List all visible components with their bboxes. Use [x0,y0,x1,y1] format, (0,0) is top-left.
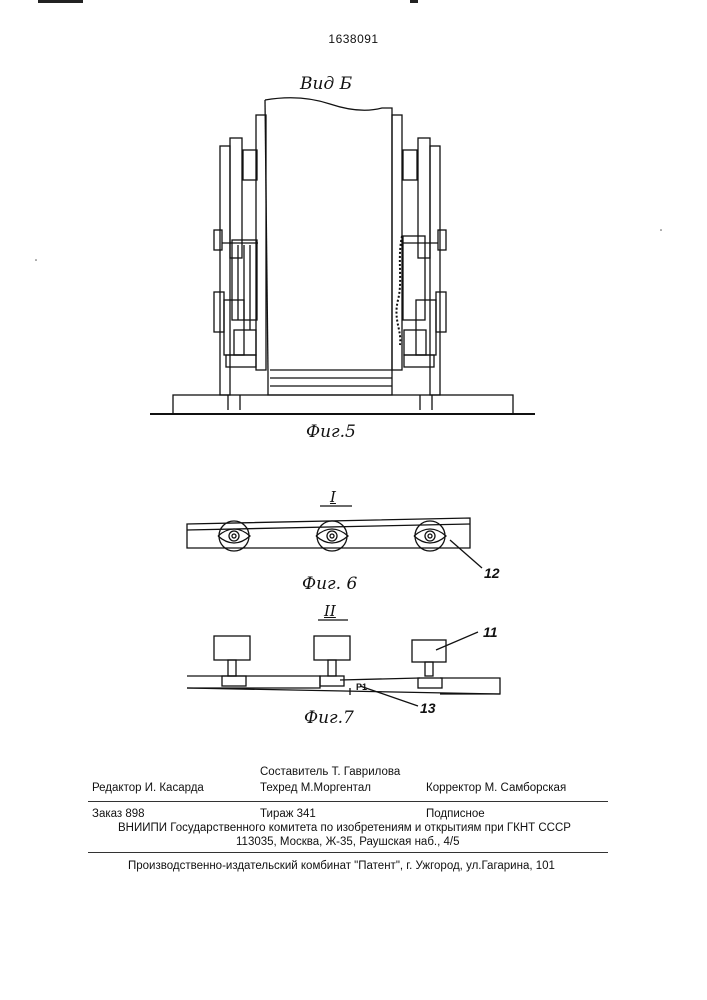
callout-12: 12 [484,565,500,581]
imprint-subscription: Подписное [426,808,485,820]
imprint-compiler: Составитель Т. Гаврилова [260,766,400,778]
fig5-drawing [150,98,535,414]
imprint-rule-top [88,801,608,802]
imprint-editor: Редактор И. Касарда [92,782,204,794]
imprint-address: 113035, Москва, Ж-35, Раушская наб., 4/5 [236,836,459,848]
fig7-detail-label: II [324,602,336,620]
callout-11: 11 [483,624,498,640]
fig5-view-label: Вид Б [300,74,352,94]
imprint-circulation: Тираж 341 [260,808,316,820]
imprint-order: Заказ 898 [92,808,145,820]
fig7-caption: Фиг.7 [304,708,354,728]
fig6-caption: Фиг. 6 [302,574,357,594]
fig5-caption: Фиг.5 [306,422,356,442]
imprint-publisher: Производственно-издательский комбинат "П… [128,860,555,872]
imprint-techred: Техред М.Моргентал [260,782,371,794]
imprint-vniipi: ВНИИПИ Государственного комитета по изоб… [118,822,571,834]
callout-13: 13 [420,700,436,716]
fig6-detail-label: I [330,488,336,506]
imprint-rule-bottom [88,852,608,853]
fig6-drawing [187,506,482,568]
imprint-corrector: Корректор М. Самборская [426,782,566,794]
fig7-drawing [187,620,500,706]
mark-p1: Р1 [356,682,367,692]
